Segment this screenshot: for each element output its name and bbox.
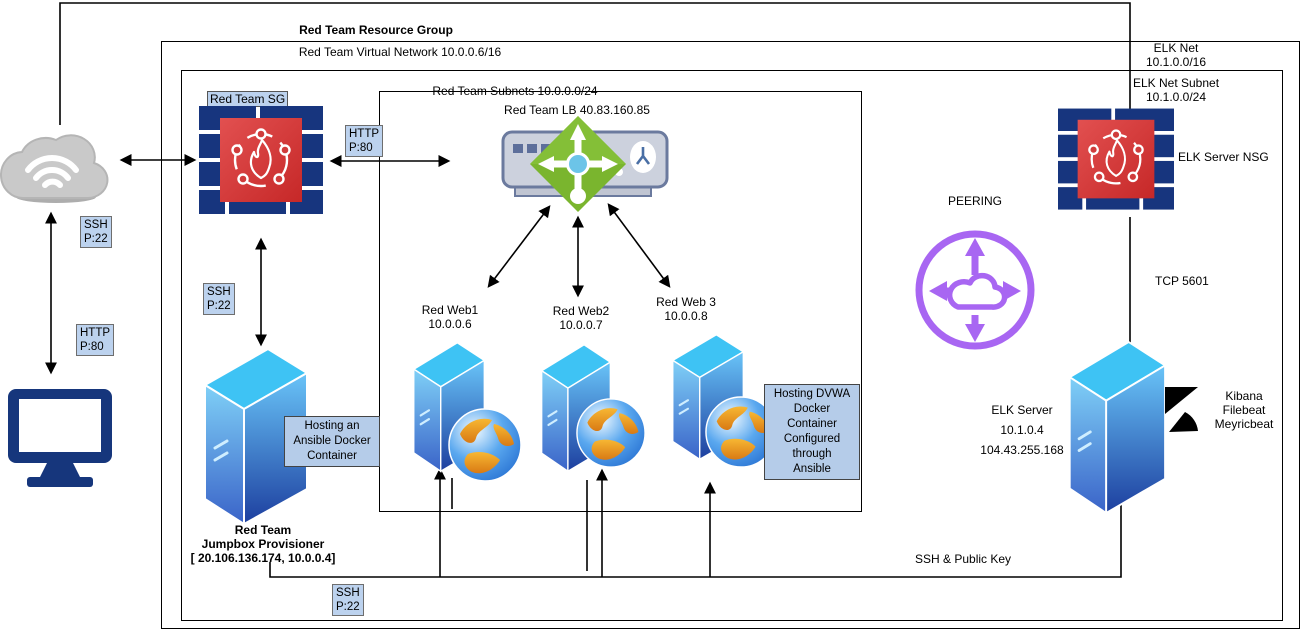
ssh-public-key-label: SSH & Public Key [915,552,1012,566]
tcp-5601-label: TCP 5601 [1155,274,1209,288]
kibana-label: Kibana Filebeat Meyricbeat [1214,389,1274,431]
red-web1-globe-icon [448,408,522,482]
peering-label: PEERING [947,194,1002,208]
elk-server-icon [1067,340,1167,515]
red-web1-label: Red Web1 10.0.0.6 [421,303,479,331]
elk-net-title: ELK Net 10.1.0.0/16 [1145,41,1207,69]
hosting-dvwa-note: Hosting DVWA Docker Container Configured… [764,384,860,480]
hosting-ansible-note: Hosting an Ansible Docker Container [284,416,380,467]
ssh-p22-label-sg: SSH P:22 [203,283,235,315]
lb-web3-arrow [607,203,671,288]
user-monitor-icon [8,389,112,487]
red-web3-label: Red Web 3 10.0.0.8 [656,295,716,323]
red-team-sg-firewall-icon [199,106,323,214]
resource-group-box [161,41,1300,629]
load-balancer-icon [501,116,669,212]
resource-group-title: Red Team Resource Group [299,23,453,37]
ssh-p22-label-bottom: SSH P:22 [332,584,364,616]
elk-server-label: ELK Server 10.1.0.4 104.43.255.168 [980,403,1064,457]
http-p80-label-left: HTTP P:80 [76,324,115,356]
red-web2-globe-icon [576,398,646,468]
elk-net-subnet-title: ELK Net Subnet 10.1.0.0/24 [1132,76,1220,104]
kibana-logo-icon [1165,387,1198,432]
lb-web1-arrow [487,205,551,288]
peering-icon [915,230,1035,350]
virtual-network-box [181,70,1283,621]
http-p80-label-sg: HTTP P:80 [345,125,384,157]
red-web3-globe-icon [705,396,777,468]
elk-nsg-label: ELK Server NSG [1178,150,1269,164]
virtual-network-title: Red Team Virtual Network 10.0.0.6/16 [298,45,502,59]
jumpbox-server-icon [203,347,309,526]
ssh-p22-label-left: SSH P:22 [80,216,112,248]
jumpbox-elk-ssh-line [269,479,1122,578]
red-team-sg-label: Red Team SG [207,91,289,107]
internet-cloud-icon [0,134,109,203]
jumpbox-label: Red Team Jumpbox Provisioner [ 20.106.13… [190,523,336,565]
cloud-to-elk-nsg-line [59,2,1131,125]
load-balancer-title: Red Team LB 40.83.160.85 [504,103,650,117]
subnet-title: Red Team Subnets 10.0.0.0/24 [432,84,598,98]
red-web2-label: Red Web2 10.0.0.7 [552,304,610,332]
subnet-box [379,91,862,512]
elk-nsg-firewall-icon [1058,108,1174,210]
